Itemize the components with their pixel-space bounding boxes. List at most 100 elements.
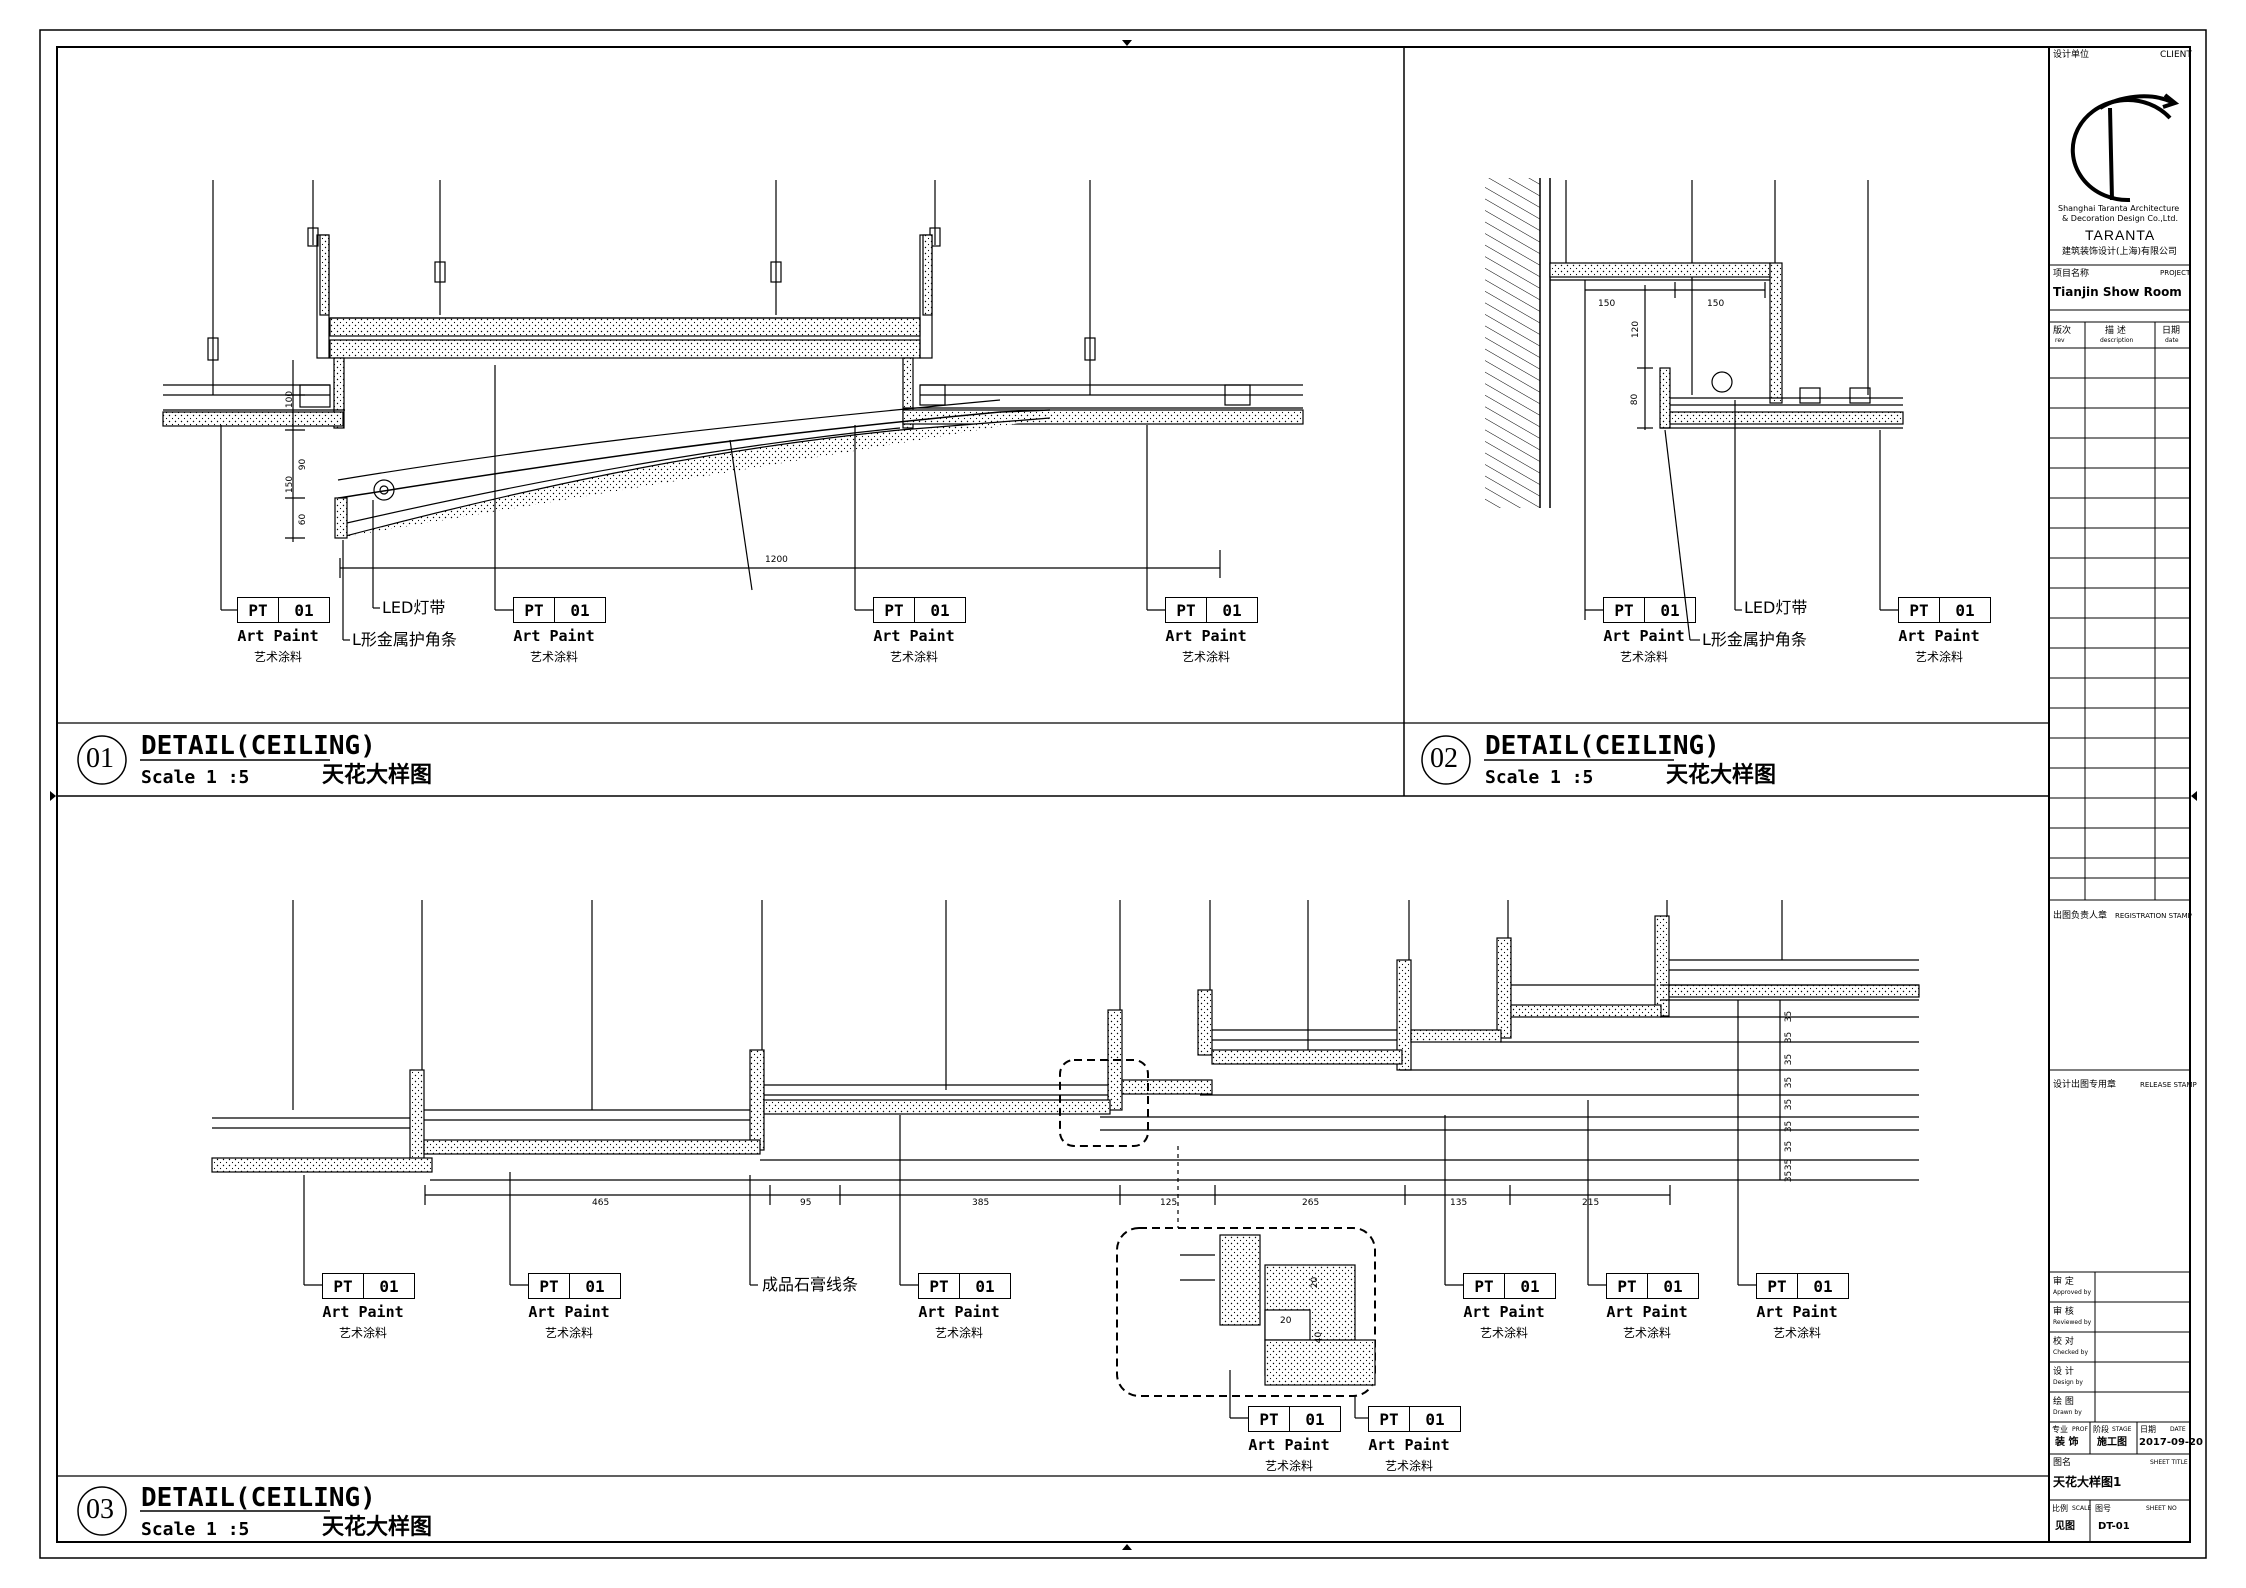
dim-80: 80 <box>1630 393 1641 406</box>
dim-95: 95 <box>800 1198 812 1208</box>
tb-reviewed-cn: 审 核 <box>2053 1307 2074 1317</box>
dim-385: 385 <box>972 1198 990 1208</box>
detail-03-scale: Scale 1 :5 <box>141 1519 250 1540</box>
detail-01-scale: Scale 1 :5 <box>141 767 250 788</box>
tb-reg-stamp: REGISTRATION STAMP <box>2115 912 2192 920</box>
dim-side: 35 <box>1784 1140 1795 1153</box>
tb-date2: DATE <box>2170 1426 2186 1433</box>
tb-scale-cn: 比例 <box>2052 1504 2068 1513</box>
tb-drawn: Drawn by <box>2053 1409 2082 1416</box>
tb-stage: STAGE <box>2112 1426 2132 1433</box>
tb-approved: Approved by <box>2053 1289 2092 1296</box>
tb-sheet-title-value: 天花大样图1 <box>2053 1475 2122 1489</box>
tb-date2-cn: 日期 <box>2140 1425 2156 1434</box>
tb-design-unit: 设计单位 <box>2053 50 2090 60</box>
dim-20: 20 <box>1280 1316 1292 1326</box>
tb-release-cn: 设计出图专用章 <box>2053 1080 2117 1090</box>
tb-date-value: 2017-09-20 <box>2139 1437 2203 1448</box>
tb-approved-cn: 审 定 <box>2053 1277 2074 1287</box>
dim-125: 125 <box>1160 1198 1178 1208</box>
tb-company-en2: & Decoration Design Co.,Ltd. <box>2062 214 2179 223</box>
titleblock-grid <box>2048 46 2191 1543</box>
dim-side: 35 <box>1784 1170 1795 1183</box>
dim-120: 120 <box>1631 320 1642 339</box>
tb-sheet-title-cn: 图名 <box>2053 1458 2072 1468</box>
tb-date-en: date <box>2165 337 2179 344</box>
tb-desc-en: description <box>2100 337 2134 344</box>
dim-side: 35 <box>1784 1158 1795 1171</box>
gypsum-moulding-note: 成品石膏线条 <box>762 1275 859 1294</box>
dim-20: 20 <box>1310 1276 1321 1289</box>
tb-rev: 版次 <box>2053 326 2072 336</box>
tb-scale-en: SCALE <box>2072 1505 2092 1512</box>
dim-60: 60 <box>298 513 309 526</box>
tb-company-en1: Shanghai Taranta Architecture <box>2058 204 2180 213</box>
tb-sheetno-cn: 图号 <box>2095 1504 2111 1513</box>
detail-02-scale: Scale 1 :5 <box>1485 767 1594 788</box>
dim-150: 150 <box>1707 299 1725 309</box>
tb-reviewed: Reviewed by <box>2053 1319 2092 1326</box>
led-strip-note: LED灯带 <box>1744 598 1808 617</box>
tb-stage-cn: 阶段 <box>2093 1425 2109 1434</box>
dim-150: 150 <box>285 475 296 494</box>
tb-project-name: Tianjin Show Room <box>2053 285 2182 299</box>
tb-sheet-title: SHEET TITLE <box>2150 1459 2188 1466</box>
tb-project-label-en: PROJECT <box>2160 269 2191 277</box>
dim-90: 90 <box>298 458 309 471</box>
tb-designed: Design by <box>2053 1379 2083 1386</box>
tb-sheetno-value: DT-01 <box>2098 1521 2130 1532</box>
detail-03-number: 03 <box>86 1494 114 1525</box>
center-marks <box>50 40 2197 1550</box>
detail-01-section <box>162 180 1304 641</box>
tb-prof: PROF <box>2072 1426 2088 1433</box>
dim-40: 40 <box>1314 1331 1325 1344</box>
dim-265: 265 <box>1302 1198 1320 1208</box>
tb-drawn-cn: 绘 图 <box>2053 1397 2074 1407</box>
tb-project-label: 项目名称 <box>2053 269 2090 279</box>
dim-side: 35 <box>1784 1076 1795 1089</box>
detail-01-title: DETAIL(CEILING) <box>141 731 376 761</box>
l-trim-note: L形金属护角条 <box>1702 630 1807 649</box>
dim-side: 35 <box>1784 1098 1795 1111</box>
l-trim-note: L形金属护角条 <box>352 630 457 649</box>
dim-side: 35 <box>1784 1053 1795 1066</box>
tb-prof-cn: 专业 <box>2052 1425 2068 1434</box>
tb-date: 日期 <box>2162 326 2181 336</box>
dim-215: 215 <box>1582 1198 1600 1208</box>
dim-side: 35 <box>1784 1120 1795 1133</box>
tb-reg-stamp-cn: 出图负责人章 <box>2053 911 2108 921</box>
dim-side: 35 <box>1784 1031 1795 1044</box>
dim-side: 35 <box>1784 1010 1795 1023</box>
detail-02-title: DETAIL(CEILING) <box>1485 731 1720 761</box>
detail-02-title-cn: 天花大样图 <box>1666 763 1777 788</box>
detail-02-number: 02 <box>1430 743 1458 774</box>
detail-01-number: 01 <box>86 743 114 774</box>
detail-01-title-cn: 天花大样图 <box>322 763 433 788</box>
tb-sheetno: SHEET NO <box>2146 1505 2177 1512</box>
tb-desc: 描 述 <box>2105 326 2126 336</box>
